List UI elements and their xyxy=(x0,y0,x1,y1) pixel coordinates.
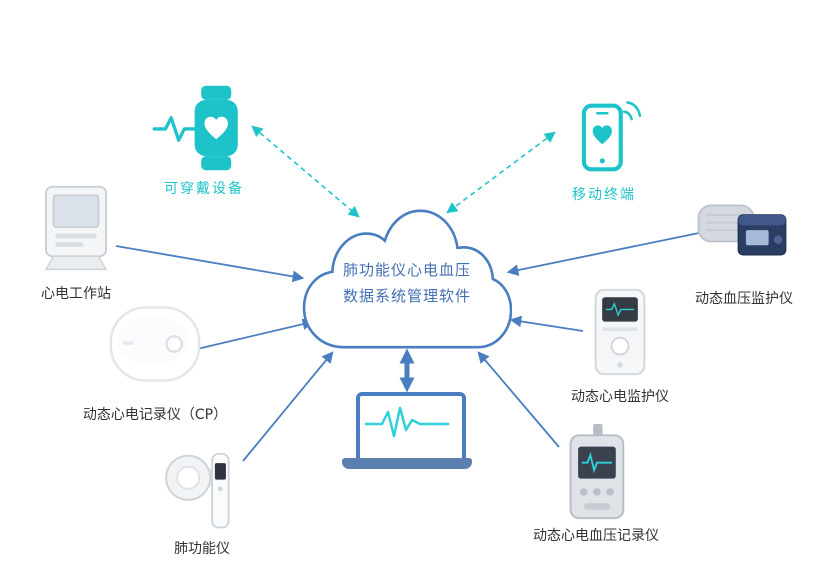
node-abp-monitor: 动态血压监护仪 xyxy=(680,196,808,308)
holter-button xyxy=(165,335,184,353)
ecg-monitor-screen xyxy=(602,297,638,322)
smartphone-heart-icon xyxy=(581,101,642,172)
holter-recorder-device xyxy=(109,306,201,382)
arrow-wearable-cloud xyxy=(251,125,360,218)
ecg-bp-recorder-label: 动态心电血压记录仪 xyxy=(533,528,659,544)
watch-band-bottom xyxy=(201,156,232,171)
ecg-workstation-label: 心电工作站 xyxy=(41,286,111,302)
workstation-screen xyxy=(52,194,100,228)
ecg-bp-recorder-device xyxy=(569,424,625,520)
spirometer-device xyxy=(165,452,230,529)
node-ecg-monitor: 动态心电监护仪 xyxy=(556,286,684,406)
phone-signal-arc-large xyxy=(626,101,642,118)
node-wearable: 可穿戴设备 xyxy=(148,82,260,198)
mobile-label: 移动终端 xyxy=(572,187,636,203)
arrow-mobile-cloud xyxy=(446,131,556,214)
abp-monitor-label: 动态血压监护仪 xyxy=(695,291,793,307)
node-ecg-bp-recorder: 动态心电血压记录仪 xyxy=(506,424,686,545)
smartwatch-heart-icon xyxy=(152,85,238,171)
bp-device-button xyxy=(773,235,783,244)
arrow-abp-cloud xyxy=(506,232,700,276)
ecg-monitor-device xyxy=(594,288,646,376)
cloud-title-line2: 数据系统管理软件 xyxy=(342,287,471,305)
ecg-monitor-label: 动态心电监护仪 xyxy=(571,389,669,405)
cloud-outline xyxy=(304,211,511,347)
bp-device-screen xyxy=(745,230,769,246)
arrow-workstation-cloud xyxy=(115,245,305,283)
recorder-antenna xyxy=(593,424,603,438)
workstation-base xyxy=(44,255,108,271)
recorder-waveform xyxy=(581,451,613,474)
node-spirometer: 肺功能仪 xyxy=(146,441,258,558)
phone-signal-arc-small xyxy=(622,110,633,121)
recorder-bottom-key xyxy=(583,503,611,510)
phone-heart-glyph xyxy=(592,125,612,145)
wearable-label: 可穿戴设备 xyxy=(164,181,244,197)
laptop-screen xyxy=(356,392,466,464)
watch-band-top xyxy=(201,85,232,100)
node-ecg-workstation: 心电工作站 xyxy=(16,183,136,303)
watch-heart-glyph xyxy=(204,116,228,140)
workstation-keys-row1 xyxy=(55,233,97,239)
cloud-title-line1: 肺功能仪心电血压 xyxy=(342,261,471,279)
cloud-title: 肺功能仪心电血压 数据系统管理软件 xyxy=(310,257,504,309)
holter-cp-label: 动态心电记录仪（CP） xyxy=(82,407,228,423)
workstation-keys-row2 xyxy=(55,242,84,247)
spirometer-mouthpiece-inner xyxy=(176,465,201,490)
laptop-ecg-waveform xyxy=(364,406,450,438)
spirometer-screen xyxy=(214,463,226,480)
bp-device-topband xyxy=(738,214,786,226)
laptop-ecg-line xyxy=(364,406,450,438)
ecg-monitor-waveform xyxy=(605,302,635,317)
spirometer-label: 肺功能仪 xyxy=(174,541,230,557)
holter-slot xyxy=(122,341,134,345)
node-mobile: 移动终端 xyxy=(556,94,652,204)
ecg-monitor-slot xyxy=(602,327,638,332)
ecg-workstation-device xyxy=(44,185,108,271)
watch-ecg-line xyxy=(152,116,196,142)
recorder-button-1 xyxy=(579,488,588,496)
cloud-shape xyxy=(298,206,512,352)
laptop-base xyxy=(342,458,472,469)
ecg-monitor-dot xyxy=(617,362,623,368)
ecg-monitor-dial xyxy=(610,336,630,356)
holter-highlight xyxy=(116,315,190,366)
spirometer-button xyxy=(218,486,223,492)
bp-monitor-with-cuff-device xyxy=(697,204,787,256)
recorder-button-3 xyxy=(606,488,614,496)
recorder-button-2 xyxy=(593,488,601,496)
node-holter-cp: 动态心电记录仪（CP） xyxy=(60,296,250,424)
phone-home-button xyxy=(599,158,605,164)
